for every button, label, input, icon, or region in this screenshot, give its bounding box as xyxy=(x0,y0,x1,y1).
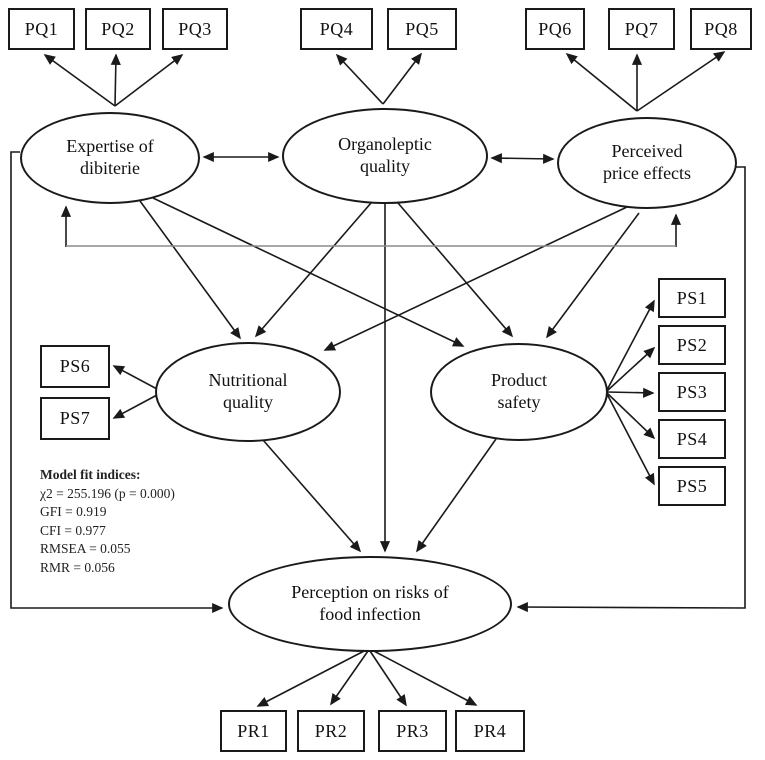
fit-rmsea: RMSEA = 0.055 xyxy=(40,541,131,557)
indicator-box-ps1: PS1 xyxy=(658,278,726,318)
indicator-box-pq6: PQ6 xyxy=(525,8,585,50)
arrow-product-to-ps1 xyxy=(606,299,655,391)
covariance-organoleptic-perceived xyxy=(490,153,555,164)
model-fit-title: Model fit indices: xyxy=(40,467,141,482)
indicator-box-ps4: PS4 xyxy=(658,419,726,459)
path-perceived-to-nutritional xyxy=(323,206,628,351)
latent-product-safety: Product safety xyxy=(430,343,608,441)
indicator-box-pq2: PQ2 xyxy=(85,8,151,50)
arrow-perception-to-pr1 xyxy=(256,649,367,707)
indicator-box-pr4: PR4 xyxy=(455,710,525,752)
indicator-label: PR2 xyxy=(314,720,348,741)
indicator-label: PQ1 xyxy=(24,18,59,39)
indicator-label: PS2 xyxy=(676,334,708,355)
indicator-label: PQ6 xyxy=(538,18,572,39)
indicator-box-pr3: PR3 xyxy=(378,710,447,752)
latent-label: food infection xyxy=(319,604,421,624)
indicator-box-ps6: PS6 xyxy=(40,345,110,388)
indicator-box-pq3: PQ3 xyxy=(162,8,228,50)
indicator-box-pq8: PQ8 xyxy=(690,8,752,50)
path-perceived-to-product xyxy=(546,212,640,339)
arrow-organoleptic-to-pq5 xyxy=(382,52,422,105)
indicator-label: PQ8 xyxy=(704,18,738,39)
path-expertise-to-product xyxy=(152,197,465,347)
indicator-label: PS3 xyxy=(676,381,708,402)
latent-label: quality xyxy=(223,392,273,412)
indicator-box-pq4: PQ4 xyxy=(300,8,373,50)
path-nutritional-to-perception xyxy=(262,439,362,553)
fit-rmr: RMR = 0.056 xyxy=(40,559,115,575)
indicator-label: PQ7 xyxy=(624,18,659,39)
indicator-box-pq7: PQ7 xyxy=(608,8,675,50)
latent-label: Perception on risks of xyxy=(291,582,449,603)
indicator-label: PQ2 xyxy=(101,18,135,39)
indicator-box-ps7: PS7 xyxy=(40,397,110,440)
arrow-perception-to-pr2 xyxy=(330,650,369,706)
indicator-box-ps2: PS2 xyxy=(658,325,726,365)
latent-label: Product xyxy=(491,370,547,391)
latent-perception-risks-food-infection: Perception on risks of food infection xyxy=(228,556,512,652)
path-organoleptic-to-product xyxy=(397,202,514,338)
arrow-product-to-ps3 xyxy=(606,387,655,398)
latent-label: price effects xyxy=(602,163,692,183)
latent-nutritional-quality: Nutritional quality xyxy=(155,342,341,442)
latent-label: quality xyxy=(360,156,410,176)
latent-label: Organoleptic xyxy=(338,134,432,155)
arrow-expertise-to-pq1 xyxy=(43,54,116,107)
latent-label: Perceived xyxy=(611,141,683,162)
indicator-label: PS7 xyxy=(59,408,91,428)
indicator-label: PS5 xyxy=(676,475,708,496)
path-expertise-to-nutritional xyxy=(139,200,241,340)
arrow-product-to-ps2 xyxy=(606,346,656,392)
arrow-perceived-to-pq8 xyxy=(636,51,726,112)
arrow-nutritional-to-ps6 xyxy=(112,365,158,390)
latent-expertise-of-dibiterie: Expertise of dibiterie xyxy=(20,112,200,204)
indicator-label: PR3 xyxy=(396,720,429,741)
arrow-perceived-to-pq6 xyxy=(565,52,638,112)
indicator-box-pq5: PQ5 xyxy=(387,8,457,50)
indicator-label: PR1 xyxy=(237,720,270,741)
arrow-product-to-ps5 xyxy=(606,393,655,486)
latent-label: safety xyxy=(497,392,541,412)
path-expertise-to-perception-elbow xyxy=(10,151,224,614)
fit-cfi: CFI = 0.977 xyxy=(40,522,106,538)
indicator-box-pq1: PQ1 xyxy=(8,8,75,50)
arrow-nutritional-to-ps7 xyxy=(112,394,158,419)
latent-perceived-price-effects: Perceived price effects xyxy=(557,117,737,209)
indicator-label: PS1 xyxy=(676,287,708,308)
arrow-expertise-to-pq3 xyxy=(114,54,184,107)
latent-label: Expertise of xyxy=(66,136,154,157)
path-perceived-to-perception-elbow xyxy=(516,166,746,613)
indicator-label: PQ5 xyxy=(405,18,439,39)
indicator-label: PQ4 xyxy=(319,18,354,39)
indicator-label: PS4 xyxy=(676,428,708,449)
model-fit-indices: Model fit indices: χ2 = 255.196 (p = 0.0… xyxy=(40,466,175,578)
latent-label: Nutritional xyxy=(208,370,288,391)
arrow-perception-to-pr3 xyxy=(369,650,407,707)
indicator-box-ps5: PS5 xyxy=(658,466,726,506)
indicator-label: PR4 xyxy=(473,720,507,741)
arrow-organoleptic-to-pq4 xyxy=(335,53,384,105)
latent-label: dibiterie xyxy=(80,158,140,178)
arrow-perception-to-pr4 xyxy=(371,649,478,706)
fit-chi-square: χ2 = 255.196 (p = 0.000) xyxy=(40,485,175,501)
indicator-box-pr2: PR2 xyxy=(297,710,365,752)
fit-gfi: GFI = 0.919 xyxy=(40,504,107,520)
arrow-expertise-to-pq2 xyxy=(110,53,121,107)
arrow-product-to-ps4 xyxy=(606,392,656,440)
path-product-to-perception xyxy=(416,438,497,553)
indicator-label: PS6 xyxy=(59,356,91,376)
path-organoleptic-to-nutritional xyxy=(254,202,372,338)
indicator-label: PQ3 xyxy=(178,18,212,39)
indicator-box-ps3: PS3 xyxy=(658,372,726,412)
indicator-box-pr1: PR1 xyxy=(220,710,287,752)
latent-organoleptic-quality: Organoleptic quality xyxy=(282,108,488,204)
